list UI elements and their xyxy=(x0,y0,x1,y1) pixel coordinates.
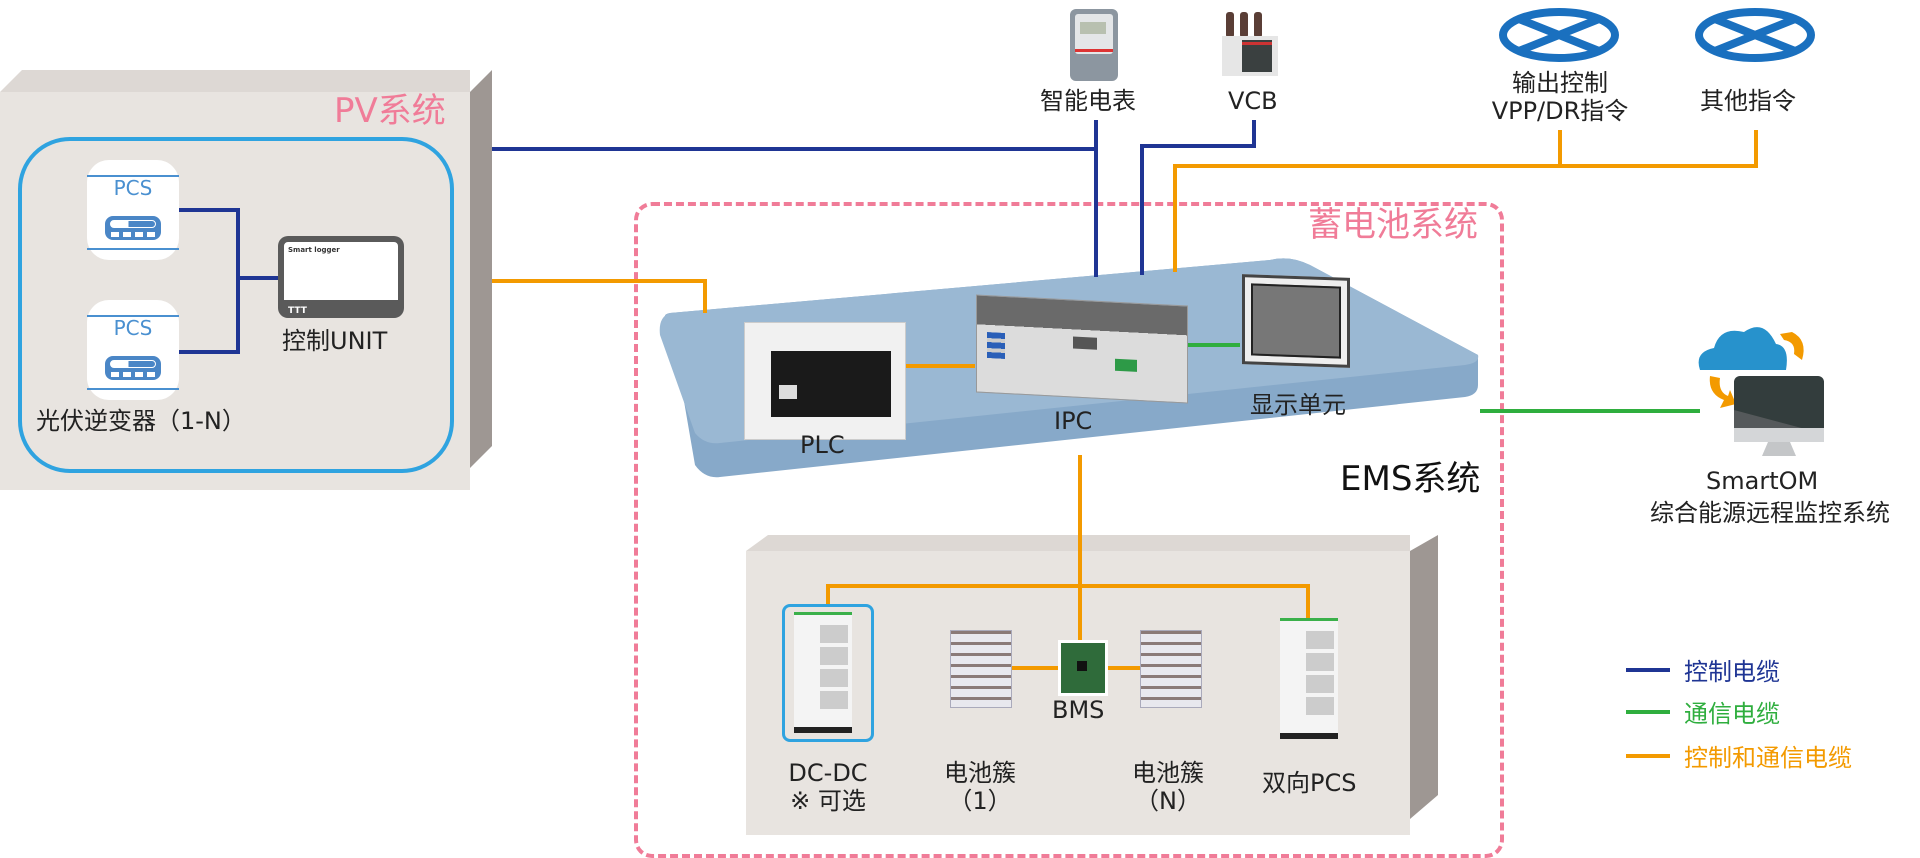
dcdc-optional-border xyxy=(782,604,874,742)
legend-swatch xyxy=(1626,667,1670,672)
bms-board-icon xyxy=(1058,640,1108,696)
control-comm-other xyxy=(1560,130,1758,168)
battery-cluster-1-label: 电池簇（1） xyxy=(944,759,1016,815)
vcb-label: VCB xyxy=(1228,87,1278,115)
pcs-inverter-2: PCS xyxy=(87,300,179,400)
pcs-inverter-1: PCS xyxy=(87,160,179,260)
inverter-icon xyxy=(105,216,161,240)
pcs-logger-links xyxy=(178,208,282,354)
pv-inner-border xyxy=(18,137,454,473)
smartom-name: SmartOM xyxy=(1706,467,1819,495)
pv-system-title: PV系统 xyxy=(334,91,446,131)
ipc-label: IPC xyxy=(1054,407,1093,435)
smart-meter-label: 智能电表 xyxy=(1040,87,1136,115)
command-icon xyxy=(1499,8,1619,62)
inverter-group-label: 光伏逆变器（1-N） xyxy=(36,407,246,435)
smart-logger-icon: Smart logger TTT xyxy=(278,236,404,318)
vcb-icon xyxy=(1222,12,1282,76)
legend-control-cable: 控制电缆 xyxy=(1626,652,1780,687)
battery-system-title: 蓄电池系统 xyxy=(1308,205,1478,245)
dcdc-label: DC-DC※ 可选 xyxy=(788,759,868,815)
control-comm-vpp xyxy=(1173,130,1562,272)
control-cable-pv-to-meter xyxy=(492,147,1098,277)
legend-control-comm-cable: 控制和通信电缆 xyxy=(1626,738,1852,773)
smartom-icon xyxy=(1698,327,1824,456)
comm-cable-pv-to-plc xyxy=(492,279,707,313)
legend-comm-cable: 通信电缆 xyxy=(1626,694,1780,729)
smartom-description: 综合能源远程监控系统 xyxy=(1650,499,1890,527)
bidirectional-pcs-icon xyxy=(1280,618,1338,739)
plc-label: PLC xyxy=(800,431,845,459)
rack-bus xyxy=(826,584,1310,620)
inverter-icon xyxy=(105,356,161,380)
smart-meter-icon xyxy=(1070,9,1118,81)
other-commands-label: 其他指令 xyxy=(1700,87,1796,115)
bms-label: BMS xyxy=(1052,696,1105,724)
ipc-icon xyxy=(976,294,1188,404)
bidirectional-pcs-label: 双向PCS xyxy=(1262,769,1357,797)
display-unit-label: 显示单元 xyxy=(1250,391,1346,419)
battery-cluster-n-label: 电池簇（N） xyxy=(1132,759,1204,815)
battery-cluster-n-icon xyxy=(1140,630,1202,708)
dcdc-cabinet-icon xyxy=(794,612,852,733)
legend-swatch xyxy=(1626,753,1670,758)
output-control-label: 输出控制 VPP/DR指令 xyxy=(1491,69,1629,125)
command-icon xyxy=(1695,8,1815,62)
ems-system-title: EMS系统 xyxy=(1340,459,1481,499)
legend-swatch xyxy=(1626,709,1670,714)
control-unit-label: 控制UNIT xyxy=(282,327,388,355)
plc-icon xyxy=(744,322,906,440)
control-cable-vcb xyxy=(1140,120,1256,275)
battery-cluster-1-icon xyxy=(950,630,1012,708)
display-unit-icon xyxy=(1242,274,1350,368)
